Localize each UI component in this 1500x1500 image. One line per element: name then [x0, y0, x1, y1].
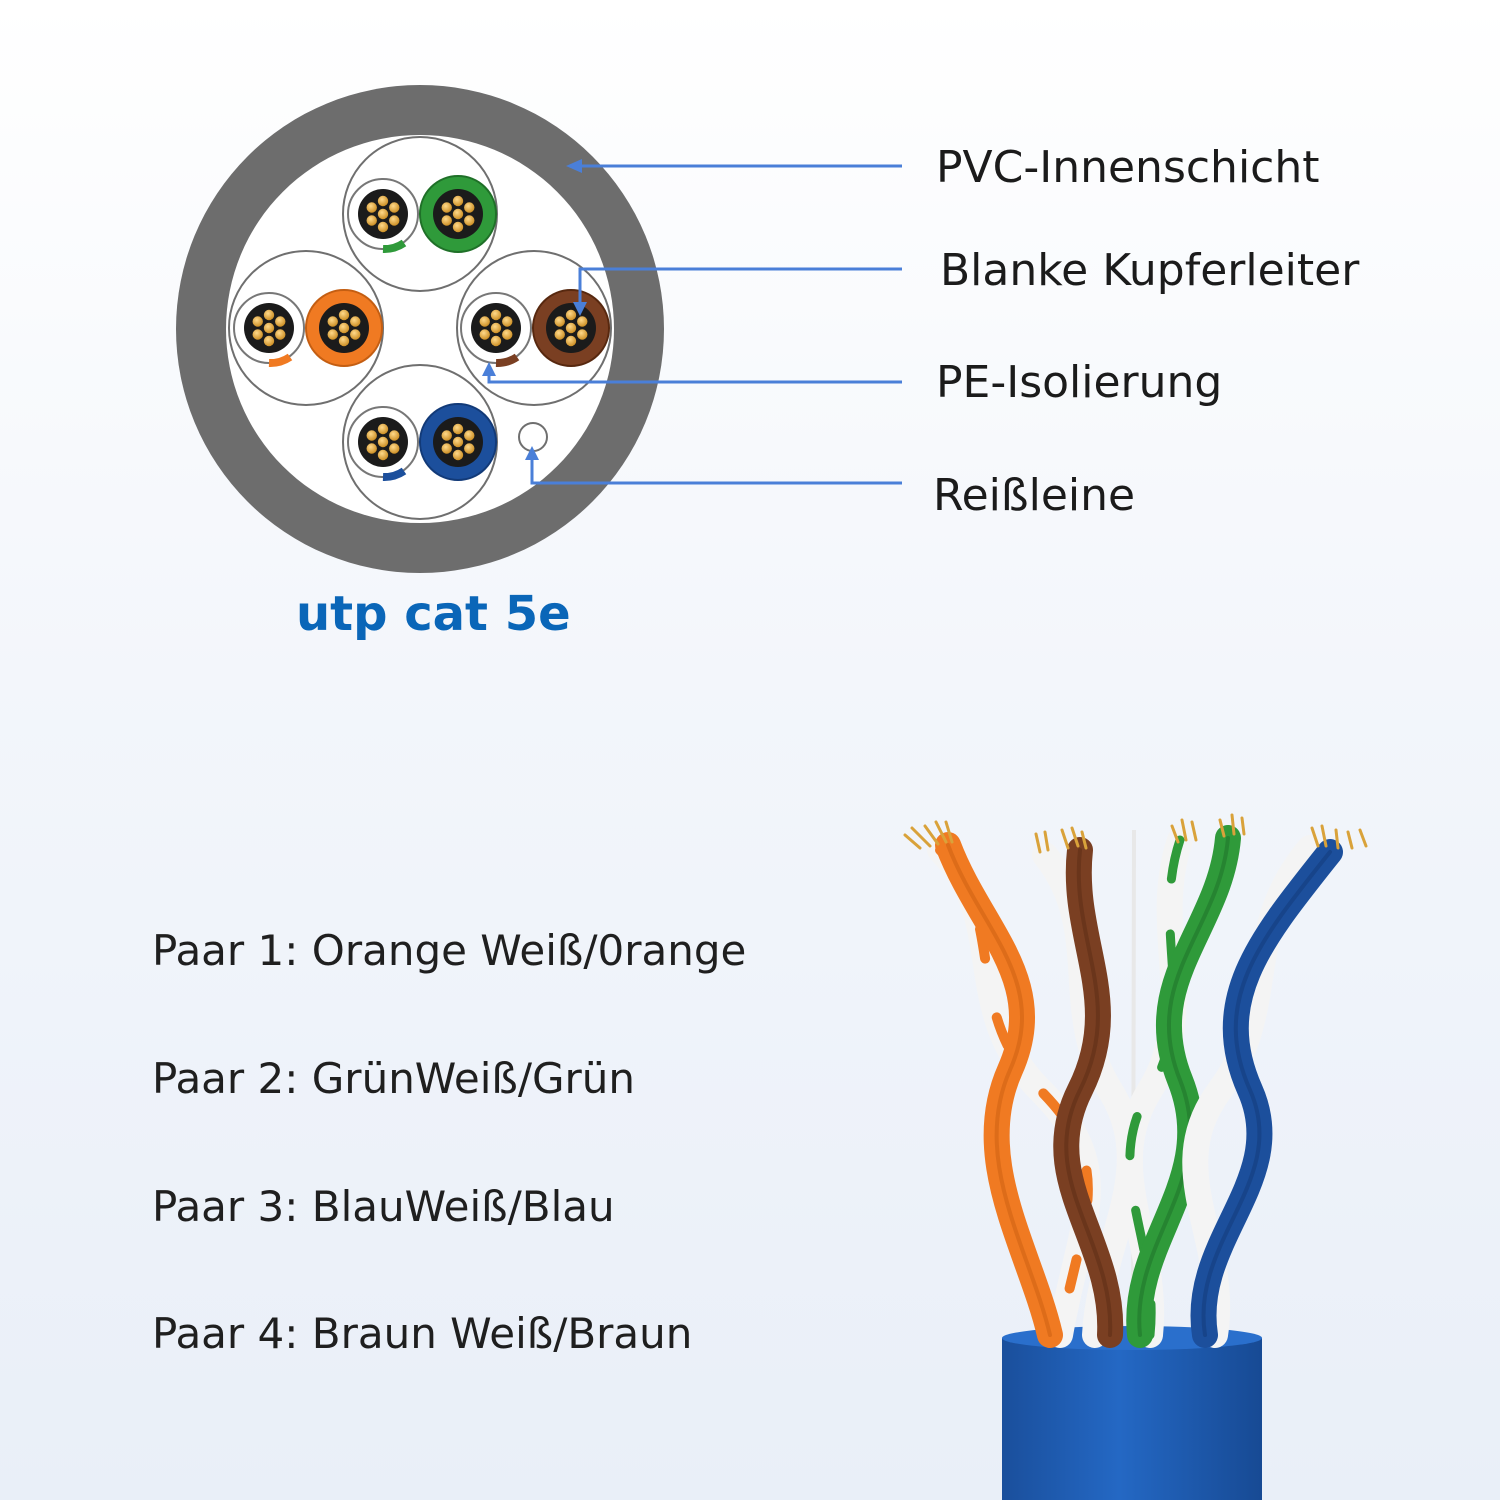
copper-strand — [377, 221, 389, 233]
copper-strand — [577, 316, 588, 327]
copper-strand — [389, 443, 400, 454]
pair-bundle-blue — [342, 364, 498, 520]
copper-strand — [377, 423, 389, 435]
copper-strand — [554, 316, 565, 327]
copper-strand — [366, 215, 377, 226]
copper-strand — [502, 329, 513, 340]
label-ripcord: Reißleine — [933, 470, 1136, 521]
copper-strand — [452, 195, 464, 207]
copper-strand — [263, 309, 275, 321]
wire-pair-green — [1116, 825, 1241, 1348]
copper-strand — [377, 436, 389, 448]
copper-strand — [452, 436, 464, 448]
copper-strand — [464, 443, 475, 454]
pair-1-text: Paar 1: Orange Weiß/0range — [152, 926, 747, 975]
copper-wire-tips — [903, 813, 1368, 854]
label-pe-insulation: PE-Isolierung — [936, 357, 1223, 408]
copper-strand — [452, 449, 464, 461]
copper-strand — [452, 423, 464, 435]
copper-strand — [502, 316, 513, 327]
copper-strand — [389, 202, 400, 213]
twisted-pair-illustration — [903, 813, 1368, 1500]
copper-strand — [366, 430, 377, 441]
copper-strand — [577, 329, 588, 340]
copper-strand — [263, 335, 275, 347]
copper-strand — [389, 215, 400, 226]
copper-strand — [565, 322, 577, 334]
copper-strand — [464, 202, 475, 213]
pair-bundle-green — [342, 136, 498, 292]
copper-strand — [377, 208, 389, 220]
copper-strands — [252, 195, 588, 461]
copper-strand — [479, 316, 490, 327]
copper-strand — [490, 309, 502, 321]
copper-strand — [554, 329, 565, 340]
cable-jacket — [1002, 1338, 1262, 1500]
leader-ripcord — [525, 446, 902, 485]
copper-strand — [366, 443, 377, 454]
copper-strand — [350, 316, 361, 327]
copper-strand — [252, 316, 263, 327]
copper-strand — [275, 329, 286, 340]
jacket-inner-space — [226, 135, 614, 523]
cable-type-caption: utp cat 5e — [296, 586, 571, 642]
copper-strand — [441, 430, 452, 441]
pair-3-text: Paar 3: BlauWeiß/Blau — [152, 1182, 615, 1231]
pair-4-text: Paar 4: Braun Weiß/Braun — [152, 1309, 693, 1358]
pair-bundle-orange — [228, 250, 384, 406]
copper-strand — [389, 430, 400, 441]
copper-strand — [377, 195, 389, 207]
copper-strand — [350, 329, 361, 340]
copper-strand — [565, 335, 577, 347]
copper-strand — [252, 329, 263, 340]
copper-strand — [441, 202, 452, 213]
leader-pe — [482, 362, 902, 384]
copper-strand — [366, 202, 377, 213]
pair-bundle-brown — [456, 250, 612, 406]
copper-strand — [464, 215, 475, 226]
pair-2-text: Paar 2: GrünWeiß/Grün — [152, 1054, 636, 1103]
copper-strand — [441, 215, 452, 226]
leader-copper — [573, 267, 902, 316]
copper-strand — [338, 309, 350, 321]
label-bare-copper-conductor: Blanke Kupferleiter — [940, 245, 1360, 296]
copper-strand — [452, 221, 464, 233]
wire-pair-brown — [1032, 837, 1143, 1348]
copper-strand — [338, 335, 350, 347]
copper-strand — [490, 335, 502, 347]
copper-strand — [441, 443, 452, 454]
copper-strand — [338, 322, 350, 334]
leader-lines — [482, 159, 902, 485]
leader-pvc — [566, 159, 902, 173]
copper-strand — [327, 316, 338, 327]
copper-strand — [565, 309, 577, 321]
copper-strand — [377, 449, 389, 461]
copper-strand — [263, 322, 275, 334]
copper-strand — [327, 329, 338, 340]
copper-strand — [452, 208, 464, 220]
label-pvc-inner-layer: PVC-Innenschicht — [936, 142, 1320, 193]
copper-strand — [275, 316, 286, 327]
cable-cross-section — [176, 85, 664, 573]
ripcord — [518, 422, 548, 452]
wire-pair-blue — [1182, 835, 1343, 1348]
copper-strand — [490, 322, 502, 334]
copper-strand — [479, 329, 490, 340]
copper-strand — [464, 430, 475, 441]
